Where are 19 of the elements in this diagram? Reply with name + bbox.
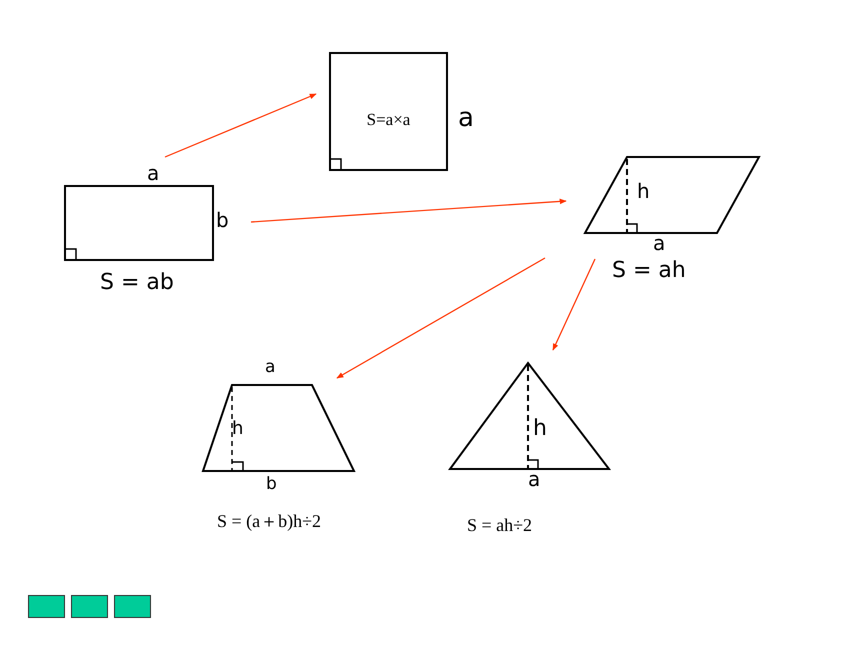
arrow [164,93,317,158]
dimension-label: a [458,105,474,131]
dimension-label: a [147,163,160,183]
arrow [552,258,596,351]
dimension-label: a [528,469,540,489]
dimension-label: b [216,210,229,230]
area-formula: S=a×a [366,111,412,128]
area-formula: S = ah÷2 [467,516,532,534]
area-formula: S = ab [100,272,174,294]
arrow [250,198,567,223]
area-formula: S = ah [612,260,686,282]
dimension-label: b [266,476,277,493]
dimension-label: h [637,181,650,201]
arrow [336,257,546,379]
dimension-label: a [653,233,666,253]
dimension-label: h [232,420,244,438]
area-formula: S = (a＋b)h÷2 [217,512,322,530]
dimension-label: a [265,359,276,376]
dimension-label: h [533,418,547,440]
